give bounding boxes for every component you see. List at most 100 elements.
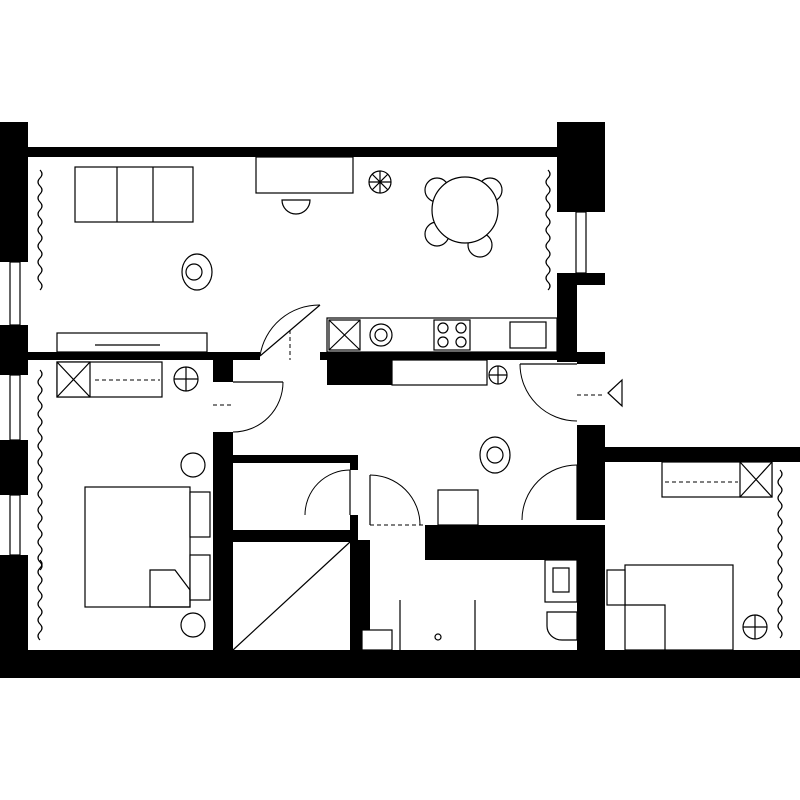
door-icon-part [369, 474, 421, 526]
walls-part [577, 352, 605, 364]
washer-icon [369, 323, 393, 347]
bed-icon-part [624, 564, 734, 651]
stove-icon-part [433, 319, 471, 351]
curtain-icon [777, 469, 783, 639]
walls-part [0, 650, 800, 678]
dining-table-icon [424, 176, 503, 258]
person-icon-part [185, 263, 203, 281]
toilet-icon [546, 611, 578, 641]
storage-diagonal [232, 541, 351, 651]
walls-part [213, 432, 233, 650]
chair-icon [281, 199, 311, 215]
curtain-icon [37, 369, 43, 571]
plant-icon-part [369, 171, 391, 193]
bathroom [361, 559, 578, 651]
shoe-cabinet-icon [437, 489, 479, 526]
door-icon [213, 381, 284, 433]
walls-part [327, 360, 392, 385]
wardrobe-icon-part [739, 461, 773, 498]
person-icon [479, 436, 511, 474]
stove-icon [433, 319, 471, 351]
entrance-arrow-icon [607, 378, 623, 408]
plant-icon-part [174, 367, 198, 391]
door-icon-part [232, 381, 284, 433]
bed-icon-part [625, 604, 666, 650]
sink-icon [509, 321, 547, 349]
window-icon [575, 211, 587, 274]
kitchen-counter-icon-part [328, 319, 361, 351]
walls-part [350, 455, 358, 470]
plant-icon-part [743, 615, 767, 639]
walls-part [557, 122, 605, 212]
curtain-icon [545, 169, 551, 291]
door-icon-part [259, 304, 321, 357]
window-icon [9, 494, 21, 556]
door-icon [369, 474, 425, 526]
wardrobe-icon [56, 361, 163, 398]
bed-icon [84, 486, 211, 608]
door-icon-part [304, 469, 351, 516]
dining-table-icon-part [431, 176, 499, 244]
window-icon [9, 261, 21, 326]
storage-room [232, 541, 351, 651]
walls-part [557, 273, 605, 285]
tv-stand-icon [56, 332, 208, 353]
walls-part [425, 525, 605, 560]
bed-icon-part [189, 491, 211, 538]
windows [9, 211, 587, 556]
door-icon [304, 469, 351, 516]
walls-part [213, 360, 233, 382]
walls-part [28, 147, 558, 157]
walls-part [605, 447, 800, 462]
walls-part [28, 352, 260, 360]
walls-part [577, 560, 605, 650]
plant-icon [488, 365, 508, 385]
wardrobe-icon-part [56, 361, 91, 398]
bedroom-furniture [56, 361, 773, 651]
walls-part [0, 122, 28, 262]
door-icon [521, 464, 605, 521]
nightstand-icon [180, 452, 206, 478]
walls [0, 122, 800, 678]
stove-icon-part [437, 322, 449, 334]
walls-part [350, 515, 358, 650]
sofa-icon [74, 166, 194, 223]
bed-icon-part [149, 569, 191, 608]
walls-part [320, 352, 577, 360]
bathroom-part [552, 567, 570, 593]
stove-icon-part [455, 322, 467, 334]
door-icon [259, 304, 321, 360]
plant-icon-part [489, 366, 507, 384]
bed-icon-part [606, 569, 626, 606]
door-icon [519, 363, 605, 422]
person-icon-part [486, 446, 504, 464]
washbasin-icon [361, 629, 393, 651]
walls-part [233, 530, 358, 542]
window-icon [9, 374, 21, 441]
bed-icon-part [189, 554, 211, 601]
door-icon-part [521, 464, 578, 521]
walls-part [557, 285, 577, 362]
desk-icon [255, 156, 354, 194]
shower-drain-icon [434, 633, 442, 641]
curtains [37, 169, 783, 641]
sink-icon [544, 559, 578, 603]
hall-furniture [437, 436, 511, 526]
walls-part [0, 440, 28, 495]
curtain-icon [37, 169, 43, 291]
kitchen-counter-icon [326, 317, 558, 386]
door-icon-part [519, 363, 578, 422]
bed-icon-part [84, 486, 191, 608]
walls-part [0, 325, 28, 375]
walls-part [233, 455, 358, 463]
nightstand-icon [180, 612, 206, 638]
wardrobe-icon [661, 461, 773, 498]
sofa-icon-part [74, 166, 194, 223]
plant-icon [368, 170, 392, 194]
kitchen-counter-icon-part [391, 359, 488, 386]
plant-icon [173, 366, 199, 392]
bed-icon [606, 564, 734, 651]
walls-part [358, 540, 370, 650]
stove-icon-part [455, 336, 467, 348]
